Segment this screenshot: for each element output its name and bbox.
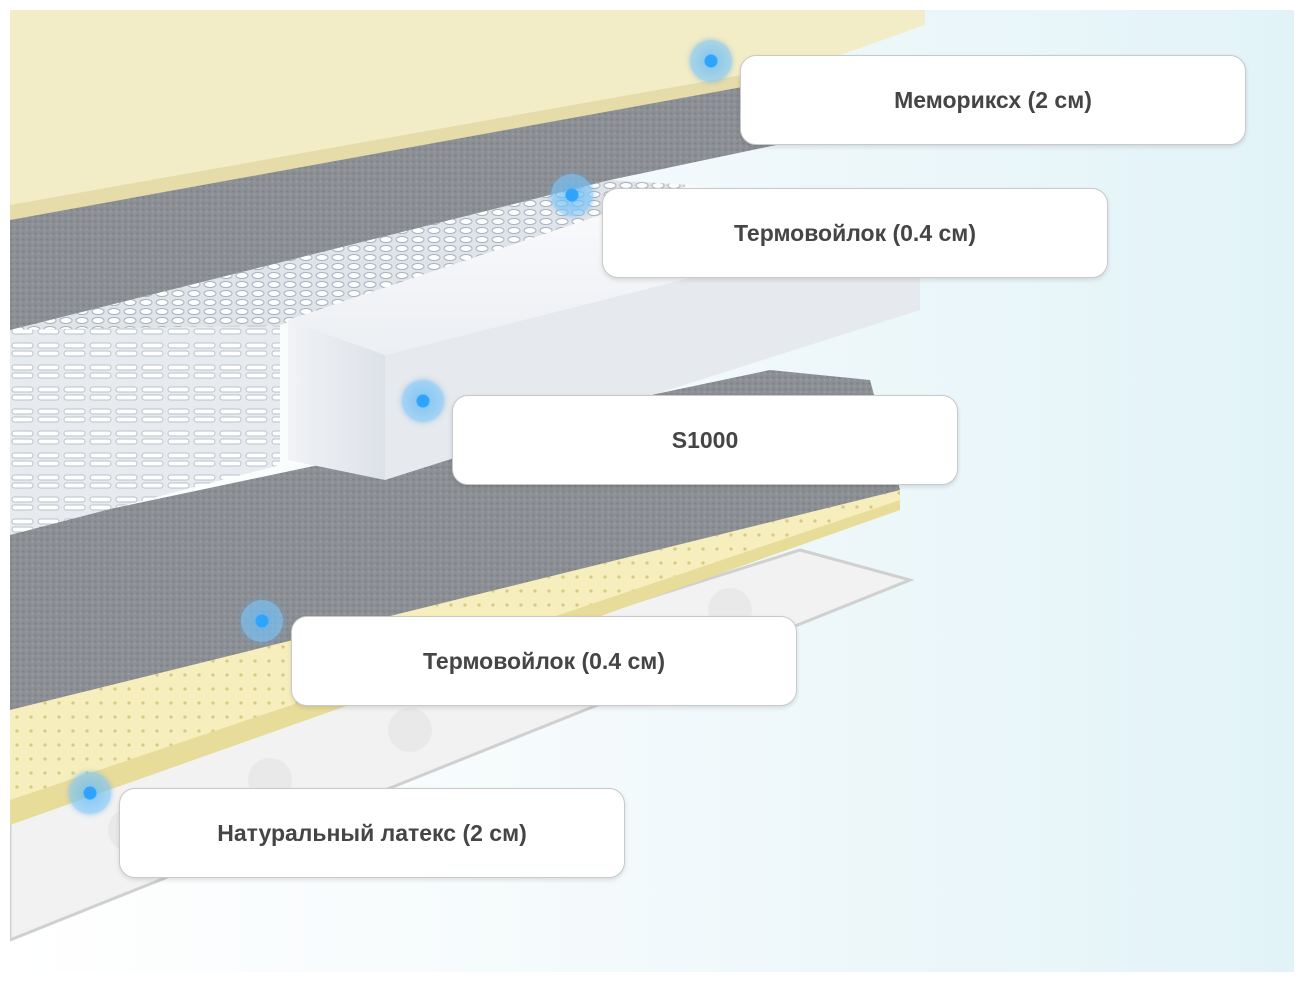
foam-block-front	[288, 320, 385, 480]
diagram-frame: Мемориксх (2 см) Термовойлок (0.4 см) S1…	[10, 10, 1294, 972]
label-memory-foam: Мемориксх (2 см)	[740, 55, 1246, 145]
label-felt-bottom-text: Термовойлок (0.4 см)	[423, 647, 665, 674]
label-latex-text: Натуральный латекс (2 см)	[217, 819, 527, 846]
label-s1000: S1000	[452, 395, 958, 485]
label-felt-top: Термовойлок (0.4 см)	[602, 188, 1108, 278]
marker-felt-top-icon	[551, 174, 593, 216]
marker-s1000-icon	[402, 380, 444, 422]
label-felt-bottom: Термовойлок (0.4 см)	[291, 616, 797, 706]
label-latex: Натуральный латекс (2 см)	[119, 788, 625, 878]
spring-block-top	[10, 180, 690, 350]
marker-latex-icon	[69, 772, 111, 814]
spring-block-side	[10, 325, 280, 535]
marker-felt-bottom-icon	[241, 600, 283, 642]
marker-memory-foam-icon	[690, 40, 732, 82]
label-felt-top-text: Термовойлок (0.4 см)	[734, 219, 976, 246]
upper-felt-layer	[10, 80, 800, 330]
label-s1000-text: S1000	[671, 426, 739, 453]
label-memory-foam-text: Мемориксх (2 см)	[894, 86, 1092, 113]
